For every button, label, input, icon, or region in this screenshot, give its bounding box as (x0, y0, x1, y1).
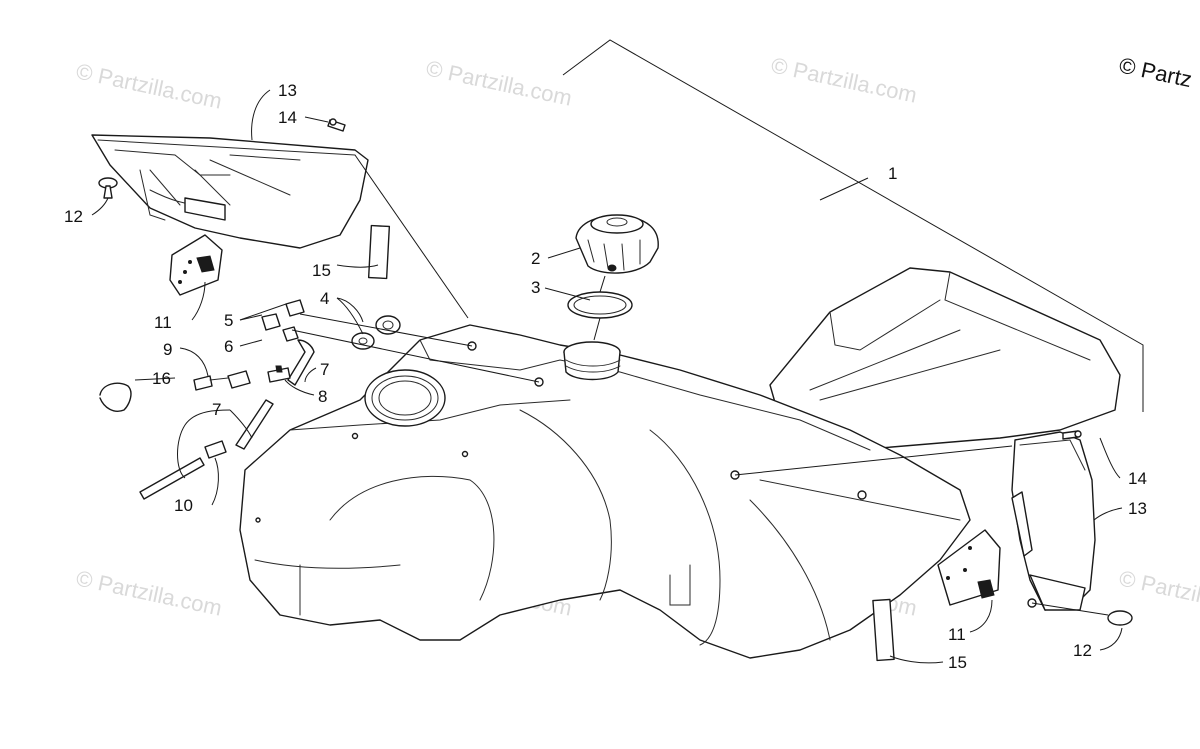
cap-gasket (567, 291, 633, 319)
callout-5: 5 (224, 311, 233, 330)
left-fastener (98, 177, 118, 199)
fuel-tank (239, 267, 1121, 659)
callout-15: 15 (312, 261, 331, 280)
callout-7: 7 (320, 360, 329, 379)
right-side-panel (1011, 431, 1096, 611)
watermark: © Partzilla.com (1117, 565, 1200, 620)
hose-clamp (99, 382, 132, 412)
callout-11: 11 (154, 313, 172, 332)
callout-6: 6 (224, 337, 233, 356)
left-foam-strip (367, 224, 391, 280)
callout-1: 1 (888, 164, 897, 183)
callout-16: 16 (152, 369, 171, 388)
watermark: © Partzilla.com (769, 52, 919, 107)
vent-hoses (139, 339, 315, 500)
right-foam-strip (872, 598, 895, 662)
callout-labels: 1 2 3 4 5 6 7 7 8 9 10 11 11 12 12 13 13… (64, 81, 1147, 672)
callout-13: 13 (1128, 499, 1147, 518)
callout-11: 11 (948, 625, 966, 644)
assembly-bracket (562, 39, 1144, 412)
right-bracket (937, 529, 1001, 606)
left-bracket (169, 234, 223, 296)
callout-9: 9 (163, 340, 172, 359)
tee-fitting (267, 365, 291, 383)
watermark: © Partzilla.com (74, 565, 224, 620)
watermark: © Partzilla.com (424, 55, 574, 110)
elbow-fitting (282, 326, 299, 342)
left-screw (327, 118, 346, 132)
left-side-panel (91, 134, 369, 249)
check-valve (193, 370, 251, 391)
callout-14: 14 (278, 108, 297, 127)
callout-10: 10 (174, 496, 193, 515)
fuel-cap (575, 214, 659, 274)
callout-3: 3 (531, 278, 540, 297)
callout-12: 12 (64, 207, 83, 226)
callout-7: 7 (212, 400, 221, 419)
callout-13: 13 (278, 81, 297, 100)
copyright-text: © Partz (1117, 52, 1194, 92)
callout-2: 2 (531, 249, 540, 268)
callout-15: 15 (948, 653, 967, 672)
callout-8: 8 (318, 387, 327, 406)
callout-4: 4 (320, 289, 329, 308)
callout-14: 14 (1128, 469, 1147, 488)
leader-lines (91, 89, 1123, 664)
inline-fitting (204, 440, 227, 459)
callout-12: 12 (1073, 641, 1092, 660)
vent-fittings (261, 299, 305, 331)
right-fastener (1107, 610, 1133, 626)
right-screw (1062, 430, 1082, 440)
watermark: © Partzilla.com (74, 58, 224, 113)
